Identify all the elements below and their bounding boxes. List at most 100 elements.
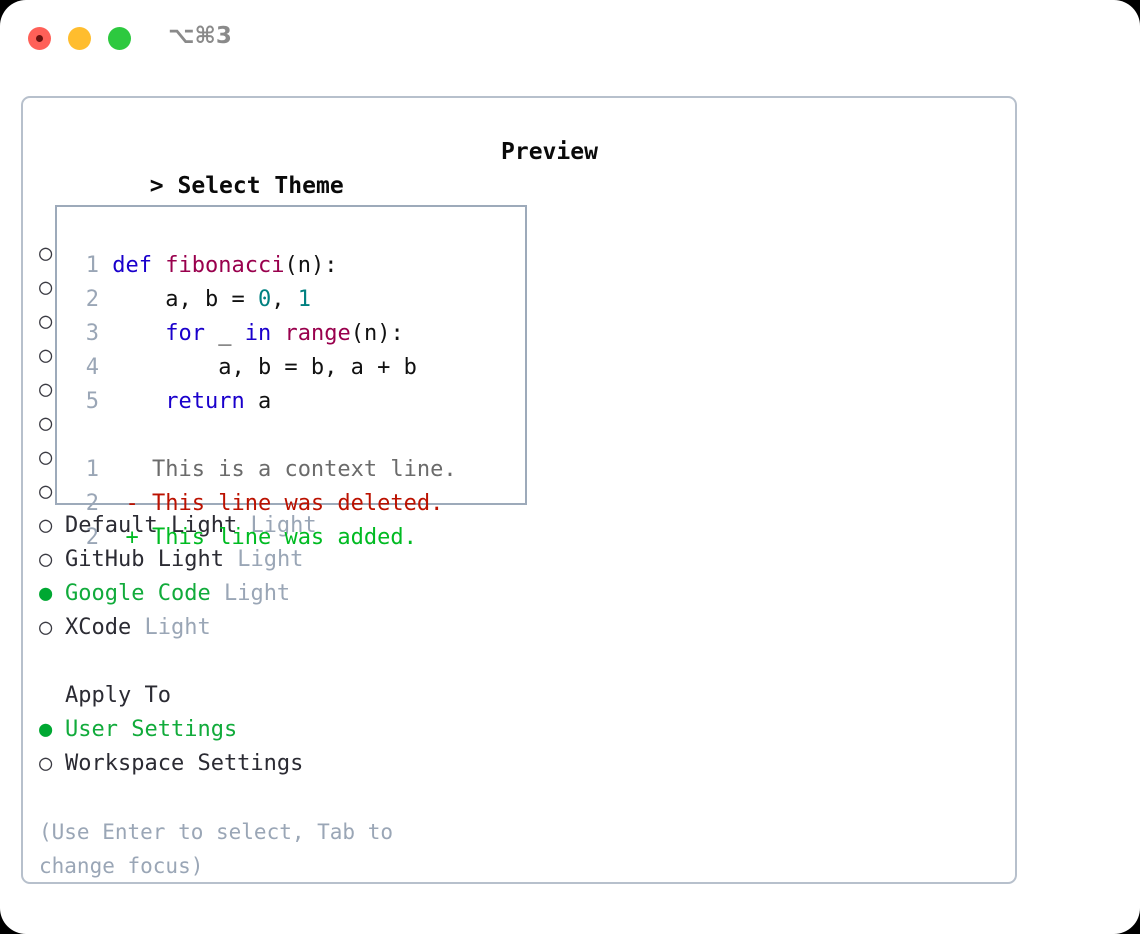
apply-to-list: ● User Settings ○ Workspace Settings [39,713,479,781]
zoom-button[interactable] [108,27,131,50]
radio-unselected-icon: ○ [39,547,53,572]
code-token: def [112,253,152,278]
code-token: 1 [297,287,311,312]
diff-line: 2 + This line was added. [75,521,515,555]
close-icon [36,35,43,42]
line-number: 4 [85,355,99,380]
code-token: , [271,287,298,312]
apply-to-option-label: User Settings [65,717,238,742]
theme-option-gap [211,581,224,606]
prompt-caret: > [149,173,164,199]
radio-unselected-icon: ○ [39,445,53,470]
code-token: fibonacci [165,253,285,278]
diff-text: This is a context line. [138,457,457,482]
radio-unselected-icon: ○ [39,343,53,368]
page-title: Select Theme [177,173,344,199]
code-line: 4 a, b = b, a + b [75,351,515,385]
minimize-button[interactable] [68,27,91,50]
code-token [152,253,165,278]
theme-option-label: Google Code [65,581,211,606]
keyboard-shortcut-label: ⌥⌘3 [168,23,232,49]
code-token [112,389,165,414]
code-token: in [244,321,272,346]
code-line: 1 def fibonacci(n): [75,249,515,283]
code-token [271,321,284,346]
theme-option-kind: Light [237,547,304,572]
code-token: 0 [257,287,272,312]
code-token: return [165,389,245,414]
preview-column: Preview [501,135,1001,169]
line-gutter-gap [99,525,126,550]
keyboard-hint: (Use Enter to select, Tab to change focu… [39,820,394,878]
radio-unselected-icon: ○ [39,309,53,334]
theme-option[interactable]: ○ GitHub Light Light [39,543,479,577]
line-gutter-gap [99,321,112,346]
line-gutter-gap [99,253,112,278]
code-diff-spacer [75,419,515,453]
radio-unselected-icon: ○ [39,513,53,538]
preview-title: Preview [501,139,598,165]
radio-unselected-icon: ○ [39,275,53,300]
apply-to-option[interactable]: ○ Workspace Settings [39,747,479,781]
apply-to-option-label: Workspace Settings [65,751,304,776]
code-line: 5 return a [75,385,515,419]
line-gutter-gap [99,491,126,516]
diff-line: 1 This is a context line. [75,453,515,487]
theme-option-label: XCode [65,615,132,640]
line-number: 2 [85,525,99,550]
theme-option-label: GitHub Light [65,547,224,572]
radio-selected-icon: ● [39,717,53,742]
code-line: 2 a, b = 0, 1 [75,283,515,317]
theme-option-kind: Light [223,581,291,606]
code-token: a, b = b, a + b [112,355,417,380]
line-number: 2 [85,491,99,516]
theme-option[interactable]: ● Google Code Light [39,577,479,611]
radio-unselected-icon: ○ [39,241,53,266]
radio-unselected-icon: ○ [39,377,53,402]
line-gutter-gap [99,287,112,312]
theme-option[interactable]: ○ Default Light Light [39,509,479,543]
code-token: (n): [284,253,338,278]
line-gutter-gap [99,457,126,482]
theme-option-label: Default Light [65,513,238,538]
radio-unselected-icon: ○ [39,479,53,504]
diff-text: This line was deleted. [138,491,444,516]
diff-sign: - [125,491,139,516]
theme-option-gap [131,615,144,640]
diff-sign [126,457,139,482]
apply-to-title-indent [39,679,65,713]
radio-unselected-icon: ○ [39,411,53,436]
diff-sign: + [125,525,139,550]
code-token: a [244,389,272,414]
line-number: 2 [85,287,99,312]
line-number: 3 [85,321,99,346]
title-bar: ⌥⌘3 [0,0,1140,78]
diff-block: 1 This is a context line. 2 - This line w… [75,453,515,555]
main-panel: > Select Theme ○ANSI Dark○Atom One Dark○… [21,96,1017,884]
code-token: (n): [350,321,404,346]
theme-option[interactable]: ○ XCode Light [39,611,479,645]
theme-option-kind: Light [144,615,211,640]
line-gutter-gap [99,355,112,380]
line-number: 5 [85,389,99,414]
apply-to-title: Apply To [39,679,479,713]
radio-unselected-icon: ○ [39,751,53,776]
code-token: a, b = [112,287,258,312]
apply-to-option[interactable]: ● User Settings [39,713,479,747]
line-number: 1 [85,457,99,482]
line-gutter-gap [99,389,112,414]
theme-option-kind: Light [250,513,317,538]
line-number: 1 [85,253,99,278]
code-line: 3 for _ in range(n): [75,317,515,351]
code-token: for [165,321,205,346]
radio-unselected-icon: ○ [39,615,53,640]
theme-picker-title: > Select Theme [39,135,479,237]
code-token: range [284,321,351,346]
diff-text: This line was added. [138,525,417,550]
radio-selected-icon: ● [39,581,53,606]
code-token [112,321,165,346]
